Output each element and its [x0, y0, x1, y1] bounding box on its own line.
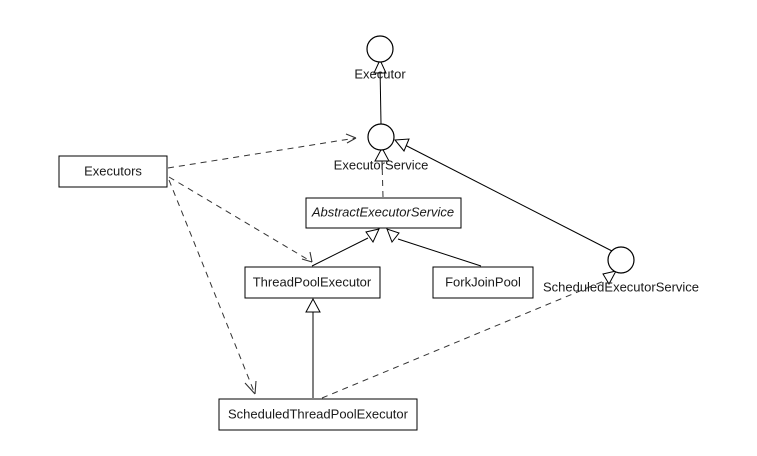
edge-line [311, 237, 369, 267]
executor-service-interface-circle[interactable] [367, 123, 395, 151]
scheduled-thread-pool-executor-label: ScheduledThreadPoolExecutor [228, 406, 409, 421]
edge-executors-creates-scheduledthreadpoolexecutor [168, 179, 257, 395]
edge-line [168, 179, 256, 395]
edge-forkjoinpool-extends-abstractexecutorservice [386, 228, 482, 267]
edge-executorservice-extends-executor [373, 58, 387, 125]
scheduled-thread-pool-executor-box[interactable] [218, 398, 418, 431]
hollow-triangle-arrowhead [365, 228, 380, 243]
edge-scheduledthreadpoolexecutor-extends-threadpoolexecutor [305, 297, 321, 398]
node-abstract-executor-service[interactable]: AbstractExecutorService [305, 197, 462, 229]
open-arrowhead [301, 251, 313, 263]
hollow-triangle-arrowhead [386, 228, 400, 244]
abstract-executor-service-label: AbstractExecutorService [311, 204, 454, 219]
node-scheduled-executor-service[interactable]: ScheduledExecutorService [543, 246, 699, 294]
hollow-triangle-arrowhead [602, 270, 617, 286]
hollow-triangle-arrowhead [394, 138, 410, 152]
edge-scheduledthreadpoolexecutor-implements-scheduledexecutorservice [321, 270, 617, 399]
open-arrowhead [244, 380, 257, 395]
edge-line [167, 137, 357, 169]
edge-abstractexecutorservice-implements-executorservice [374, 146, 390, 198]
edge-line [379, 65, 382, 125]
open-arrowhead [345, 133, 357, 144]
fork-join-pool-box[interactable] [432, 266, 534, 299]
executor-interface-circle[interactable] [366, 35, 394, 63]
executor-label: Executor [354, 66, 406, 81]
hollow-triangle-arrowhead [373, 58, 387, 74]
edge-executors-creates-executorservice [167, 133, 357, 169]
edge-threadpoolexecutor-extends-abstractexecutorservice [311, 228, 380, 267]
node-executor-service[interactable]: ExecutorService [334, 123, 429, 172]
node-thread-pool-executor[interactable]: ThreadPoolExecutor [244, 266, 381, 299]
abstract-executor-service-box[interactable] [305, 197, 462, 229]
scheduled-executor-service-interface-circle[interactable] [607, 246, 635, 274]
thread-pool-executor-box[interactable] [244, 266, 381, 299]
executor-service-label: ExecutorService [334, 157, 429, 172]
edge-line [402, 143, 613, 252]
node-fork-join-pool[interactable]: ForkJoinPool [432, 266, 534, 299]
node-scheduled-thread-pool-executor[interactable]: ScheduledThreadPoolExecutor [218, 398, 418, 431]
executors-box[interactable] [58, 155, 168, 188]
hollow-triangle-arrowhead [305, 297, 321, 313]
edge-scheduledexecutorservice-extends-executorservice [394, 138, 613, 252]
hollow-triangle-arrowhead [374, 146, 390, 162]
edge-line [397, 238, 482, 267]
edge-line [321, 280, 605, 399]
node-executors[interactable]: Executors [58, 155, 168, 188]
edge-executors-creates-threadpoolexecutor [168, 176, 313, 263]
thread-pool-executor-label: ThreadPoolExecutor [253, 274, 372, 289]
node-executor[interactable]: Executor [354, 35, 406, 81]
scheduled-executor-service-label: ScheduledExecutorService [543, 279, 699, 294]
fork-join-pool-label: ForkJoinPool [445, 274, 521, 289]
executors-label: Executors [84, 163, 142, 178]
edge-line [168, 176, 313, 263]
